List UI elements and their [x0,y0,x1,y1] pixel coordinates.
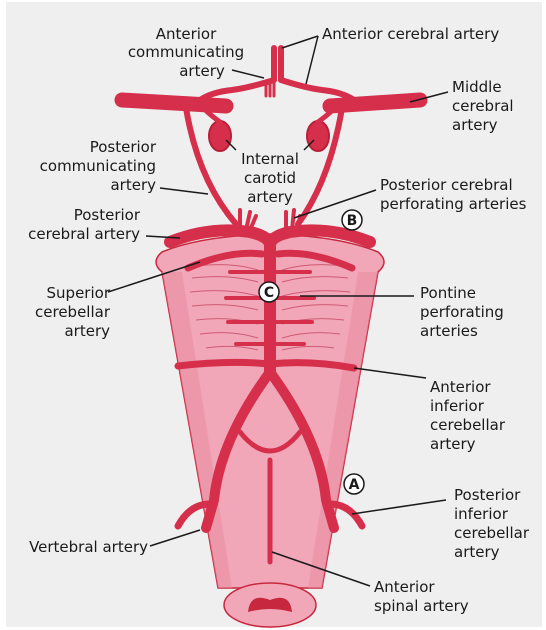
svg-text:Anterior: Anterior [374,578,435,596]
marker-c: C [259,282,279,302]
svg-text:Posterior cerebral: Posterior cerebral [380,176,513,194]
svg-text:B: B [347,213,358,229]
svg-text:artery: artery [64,322,110,340]
left-internal-carotid-cut [209,121,231,151]
label-superior-cerebellar-artery: Superior cerebellar artery [35,284,111,340]
marker-a: A [344,474,364,494]
svg-text:Internal: Internal [241,150,299,168]
svg-text:communicating: communicating [40,157,156,175]
svg-text:C: C [264,285,274,301]
arteries [122,48,420,562]
svg-text:spinal artery: spinal artery [374,597,469,615]
svg-text:artery: artery [179,62,225,80]
svg-text:artery: artery [454,543,500,561]
label-posterior-cerebral-artery: Posterior cerebral artery [28,206,141,243]
svg-text:Posterior: Posterior [90,138,157,156]
label-posterior-inferior-cerebellar-artery: Posterior inferior cerebellar artery [454,486,530,561]
label-pontine-perforating-arteries: Pontine perforating arteries [420,284,504,340]
svg-text:inferior: inferior [430,397,485,415]
svg-text:Pontine: Pontine [420,284,476,302]
label-posterior-cerebral-perforating-arteries: Posterior cerebral perforating arteries [380,176,527,213]
label-anterior-communicating-artery: Anterior communicating artery [128,25,244,80]
svg-text:cerebellar: cerebellar [430,416,506,434]
svg-text:artery: artery [452,116,498,134]
label-anterior-spinal-artery: Anterior spinal artery [374,578,469,615]
svg-text:Middle: Middle [452,78,502,96]
svg-text:artery: artery [110,176,156,194]
label-anterior-cerebral-artery: Anterior cerebral artery [322,25,499,43]
svg-text:Vertebral artery: Vertebral artery [29,538,148,556]
marker-b: B [342,210,362,230]
label-posterior-communicating-artery: Posterior communicating artery [40,138,157,194]
svg-text:communicating: communicating [128,43,244,61]
svg-text:Anterior: Anterior [430,378,491,396]
svg-text:Anterior cerebral artery: Anterior cerebral artery [322,25,499,43]
svg-text:perforating arteries: perforating arteries [380,195,527,213]
svg-text:A: A [349,477,360,493]
svg-text:inferior: inferior [454,505,509,523]
svg-text:Superior: Superior [47,284,111,302]
svg-text:Posterior: Posterior [74,206,141,224]
svg-text:arteries: arteries [420,322,478,340]
label-anterior-inferior-cerebellar-artery: Anterior inferior cerebellar artery [430,378,506,453]
right-internal-carotid-cut [307,121,329,151]
svg-text:artery: artery [430,435,476,453]
svg-text:Anterior: Anterior [156,25,217,43]
svg-text:carotid: carotid [244,169,296,187]
svg-text:Posterior: Posterior [454,486,521,504]
svg-text:cerebral: cerebral [452,97,514,115]
svg-text:cerebellar: cerebellar [454,524,530,542]
label-internal-carotid-artery: Internal carotid artery [241,150,299,206]
svg-text:cerebellar: cerebellar [35,303,111,321]
svg-text:cerebral artery: cerebral artery [28,225,140,243]
label-middle-cerebral-artery: Middle cerebral artery [452,78,514,134]
svg-text:perforating: perforating [420,303,504,321]
svg-text:artery: artery [247,188,293,206]
label-vertebral-artery: Vertebral artery [29,538,148,556]
